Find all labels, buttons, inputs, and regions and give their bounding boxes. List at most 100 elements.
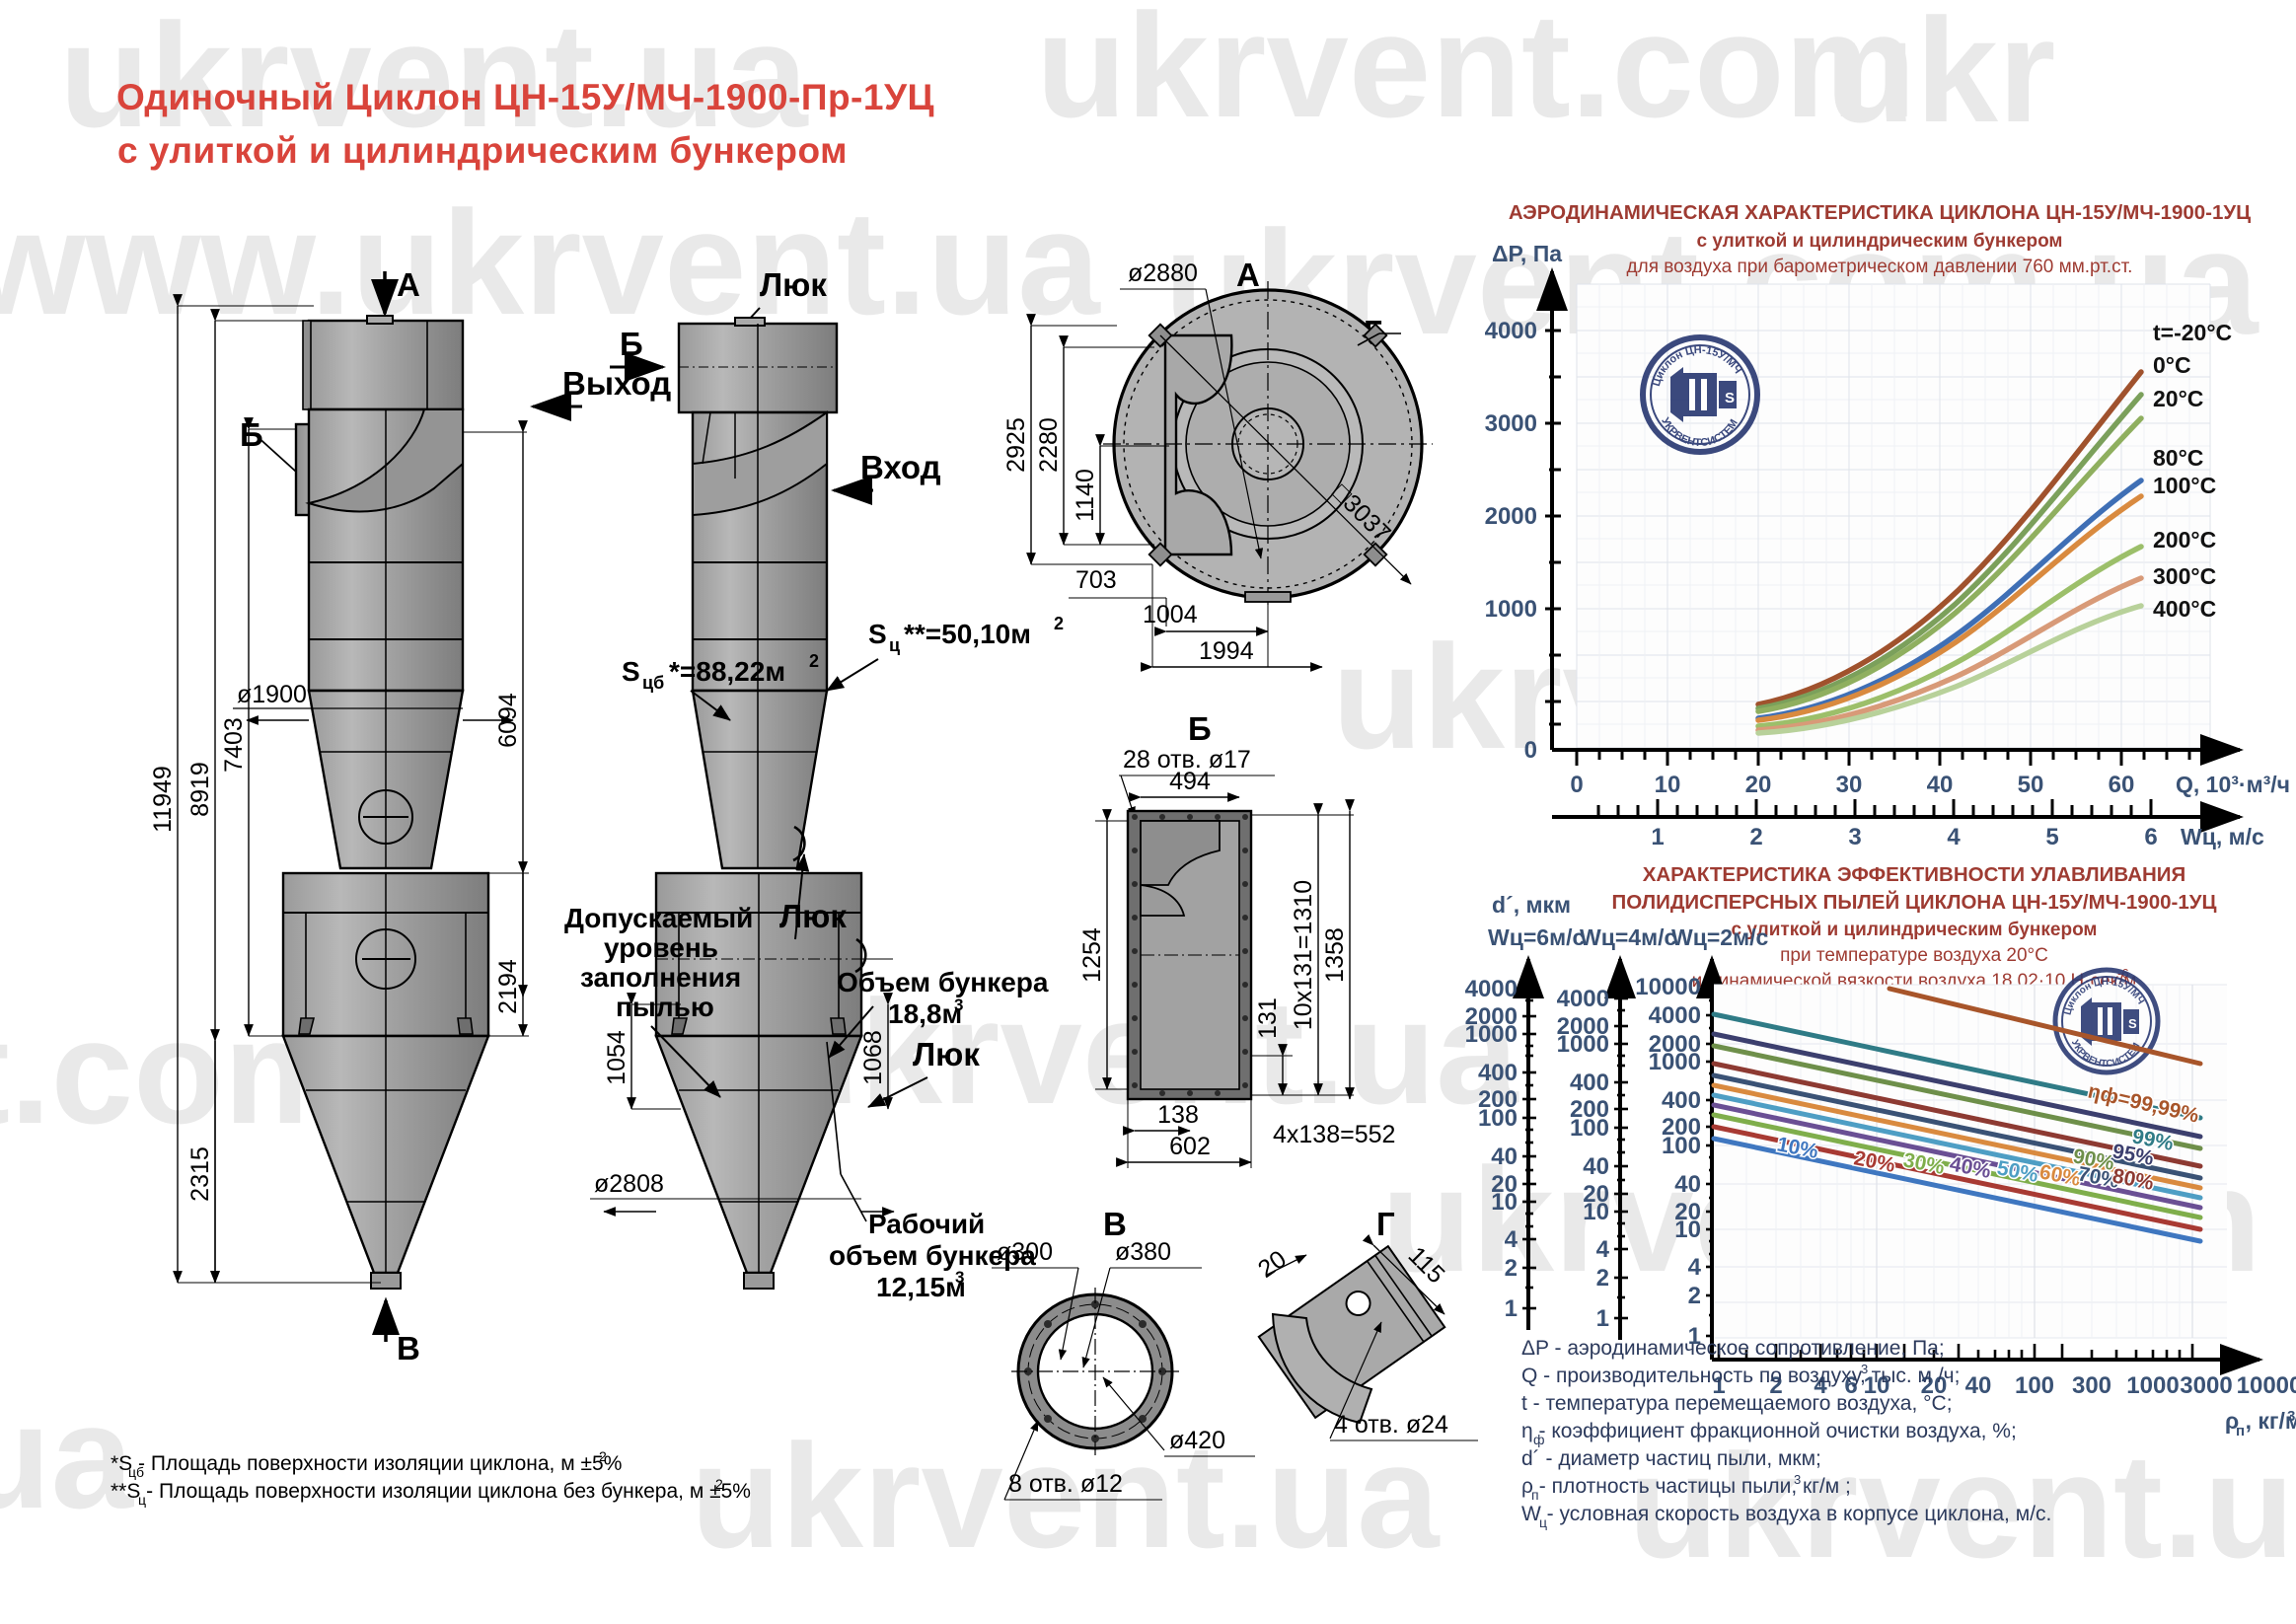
legend-item-5: ρ - плотность частицы пыли, кг/м ; п 3 — [1521, 1472, 1851, 1503]
dim-d380: ø380 — [1115, 1238, 1171, 1266]
svg-text:цб: цб — [642, 673, 664, 693]
callout-hatch-low: Люк — [913, 1036, 980, 1072]
dim-1054: 1054 — [603, 1030, 630, 1085]
chart1-subtitle: с улиткой и цилиндрическим бункером — [1697, 231, 2063, 252]
legend-item-6: W - условная скорость воздуха в корпусе … — [1521, 1503, 2051, 1530]
detail-v: В ø300 ø380 ø420 8 отв. ø12 — [992, 1206, 1255, 1501]
svg-text:200: 200 — [1570, 1096, 1609, 1123]
svg-text:1000: 1000 — [1465, 1021, 1518, 1048]
svg-text:40: 40 — [1583, 1153, 1609, 1180]
svg-text:200: 200 — [1478, 1086, 1518, 1113]
detail-g: Г 20 115 4 отв. ø24 — [1253, 1206, 1478, 1441]
svg-text:2: 2 — [1054, 614, 1064, 633]
svg-text:1000: 1000 — [1649, 1049, 1701, 1075]
svg-text:уровень: уровень — [604, 932, 718, 963]
svg-text:40: 40 — [1965, 1372, 1992, 1399]
svg-text:10: 10 — [1674, 1217, 1701, 1243]
legend-notes: ΔP - аэродинамическое сопротивление, Па;… — [1521, 1337, 2051, 1530]
svg-text:20: 20 — [1491, 1171, 1518, 1198]
svg-text:**=50,10м: **=50,10м — [904, 619, 1031, 649]
dim-703: 703 — [1075, 566, 1117, 594]
section-mark-a-label: А — [397, 266, 420, 303]
chart1-legend-200: 200°C — [2153, 527, 2216, 553]
view-front: А — [149, 266, 529, 1366]
footnotes: *S - Площадь поверхности изоляции циклон… — [111, 1448, 751, 1508]
chart1-legend-400: 400°C — [2153, 596, 2216, 622]
dim-138: 138 — [1157, 1101, 1199, 1129]
svg-text:10000: 10000 — [1635, 974, 1701, 1000]
dim-1140: 1140 — [1072, 469, 1099, 522]
dim-1004: 1004 — [1143, 601, 1198, 628]
dim-2194: 2194 — [494, 959, 522, 1014]
chart2-series — [1711, 986, 2203, 1244]
dim-602: 602 — [1169, 1133, 1211, 1160]
callout-hatch-mid: Люк — [779, 898, 847, 934]
detail-g-label: Г — [1376, 1206, 1395, 1242]
svg-text:20: 20 — [1921, 1372, 1948, 1399]
svg-text:ΔP - аэродинамическое сопротив: ΔP - аэродинамическое сопротивление, Па; — [1521, 1337, 1945, 1360]
svg-text:6: 6 — [1844, 1372, 1857, 1399]
section-mark-b-label: Б — [240, 416, 263, 453]
chart1-xtick-60: 60 — [2109, 772, 2135, 798]
svg-text:4: 4 — [1688, 1254, 1702, 1281]
svg-text:ц: ц — [138, 1492, 146, 1508]
dim-1358: 1358 — [1321, 927, 1349, 983]
chart2-xlabel: ρ , кг/м п 3 — [2225, 1408, 2296, 1439]
chart1-legend-t-20: t=-20°C — [2153, 320, 2232, 345]
chart1-legend-100: 100°C — [2153, 473, 2216, 498]
svg-text:S: S — [2128, 1016, 2137, 1031]
svg-text:2: 2 — [715, 1476, 723, 1492]
svg-text:20: 20 — [1583, 1181, 1609, 1208]
chart2-title: ХАРАКТЕРИСТИКА ЭФФЕКТИВНОСТИ УЛАВЛИВАНИЯ — [1643, 863, 2186, 886]
chart1-ytick-2000: 2000 — [1485, 503, 1537, 530]
chart1-wtick-2: 2 — [1749, 824, 1762, 850]
svg-text:4: 4 — [1596, 1236, 1610, 1263]
chart-efficiency: ХАРАКТЕРИСТИКА ЭФФЕКТИВНОСТИ УЛАВЛИВАНИЯ… — [1465, 863, 2296, 1439]
dim-4x138: 4x138=552 — [1273, 1121, 1395, 1148]
svg-text:2: 2 — [599, 1448, 607, 1464]
svg-text:*S - Площадь поверхности из: *S - Площадь поверхности изоляции циклон… — [111, 1452, 622, 1475]
svg-text:18,8м: 18,8м — [888, 998, 962, 1029]
svg-text:12,15м: 12,15м — [876, 1272, 966, 1302]
chart1-wtick-5: 5 — [2045, 824, 2058, 850]
svg-text:4000: 4000 — [1557, 986, 1609, 1012]
svg-text:1: 1 — [1688, 1323, 1701, 1350]
chart1-ytick-1000: 1000 — [1485, 596, 1537, 623]
svg-text:300: 300 — [2072, 1372, 2111, 1399]
svg-text:п: п — [1531, 1487, 1539, 1503]
chart1-wtick-4: 4 — [1947, 824, 1961, 850]
dim-d300: ø300 — [997, 1238, 1053, 1266]
chart1-legend-20: 20°C — [2153, 386, 2203, 411]
chart1-legend-80: 80°C — [2153, 445, 2203, 471]
svg-text:40: 40 — [1491, 1144, 1518, 1170]
svg-text:1: 1 — [1596, 1305, 1609, 1332]
svg-text:*=88,22м: *=88,22м — [669, 656, 785, 687]
chart1-subtitle2: для воздуха при барометрическом давлении… — [1627, 257, 2133, 277]
dim-2925: 2925 — [1002, 417, 1030, 473]
svg-text:2: 2 — [1769, 1372, 1782, 1399]
chart1-wtick-1: 1 — [1651, 824, 1664, 850]
side-section-b: Б — [620, 326, 643, 362]
detail-b-label: Б — [1188, 710, 1212, 747]
dim-20: 20 — [1253, 1245, 1292, 1284]
legend-item-4: d´ - диаметр частиц пыли, мкм; — [1521, 1447, 1821, 1470]
detail-v-holes: 8 отв. ø12 — [1008, 1470, 1123, 1498]
svg-text:100: 100 — [1570, 1115, 1609, 1142]
legend-item-1: Q - производительность по воздуху, тыс. … — [1521, 1362, 1960, 1387]
svg-text:100: 100 — [1478, 1105, 1518, 1132]
svg-text:1000: 1000 — [1557, 1031, 1609, 1058]
dim-1994: 1994 — [1199, 637, 1254, 665]
chart1-wtick-3: 3 — [1848, 824, 1861, 850]
label-s-c: S ц **=50,10м 2 — [826, 614, 1064, 692]
svg-text:3: 3 — [1861, 1362, 1868, 1376]
chart2-title2: ПОЛИДИСПЕРСНЫХ ПЫЛЕЙ ЦИКЛОНА ЦН-15У/МЧ-1… — [1612, 890, 2217, 914]
legend-item-0: ΔP - аэродинамическое сопротивление, Па; — [1521, 1337, 1945, 1360]
svg-text:**S - Площадь поверхности из: **S - Площадь поверхности изоляции цикло… — [111, 1480, 751, 1503]
svg-text:t - температура перемещаемого: t - температура перемещаемого воздуха, °… — [1521, 1392, 1953, 1415]
chart1-xtick-0: 0 — [1570, 772, 1583, 798]
chart2-waxis-6: Wц=6м/с — [1488, 924, 1585, 950]
svg-text:d´ - диаметр частиц пыли, мкм;: d´ - диаметр частиц пыли, мкм; — [1521, 1447, 1821, 1470]
svg-text:100: 100 — [1662, 1133, 1701, 1159]
svg-text:2: 2 — [1505, 1255, 1518, 1282]
